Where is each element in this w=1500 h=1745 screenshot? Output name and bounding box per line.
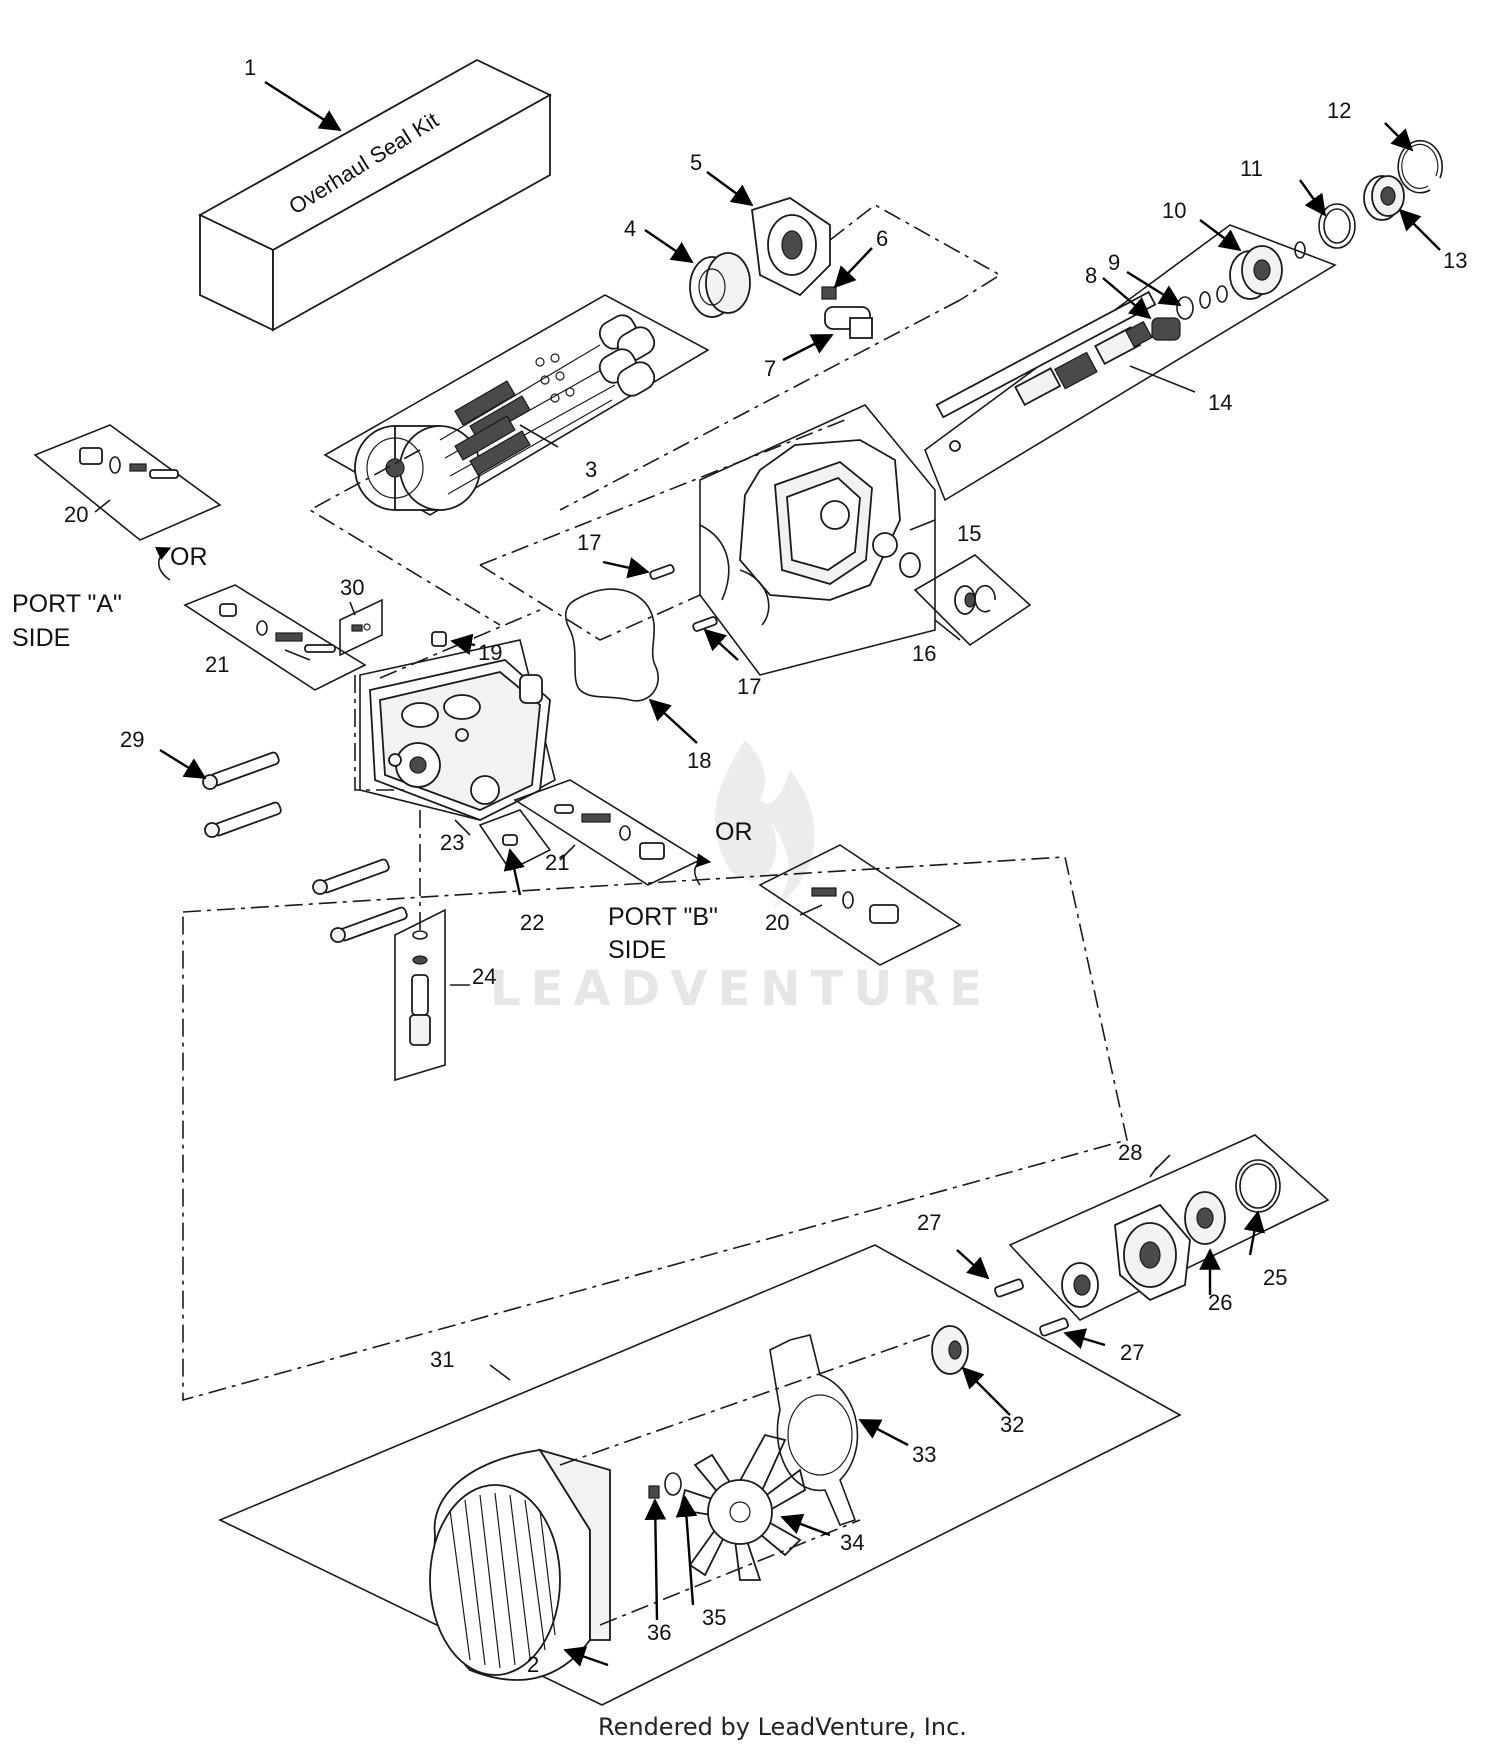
end-cap-part-23 xyxy=(359,639,556,821)
callout-6: 6 xyxy=(876,226,888,251)
callout-34: 34 xyxy=(840,1530,864,1555)
callout-32: 32 xyxy=(1000,1412,1024,1437)
callout-18: 18 xyxy=(687,748,711,773)
callout-21b: 21 xyxy=(545,850,569,875)
callout-35: 35 xyxy=(702,1605,726,1630)
callout-12: 12 xyxy=(1327,98,1351,123)
housing-part-15 xyxy=(699,404,936,676)
callout-17a: 17 xyxy=(577,530,601,555)
rotating-group xyxy=(323,294,710,516)
callout-20a: 20 xyxy=(64,502,88,527)
callout-3: 3 xyxy=(585,457,597,482)
callout-28: 28 xyxy=(1118,1140,1142,1165)
callout-26: 26 xyxy=(1208,1290,1232,1315)
or-label-a: OR xyxy=(170,543,208,571)
port-a-line2: SIDE xyxy=(12,624,70,652)
seal-part-11 xyxy=(1318,203,1356,249)
callout-1: 1 xyxy=(244,55,256,80)
seal-part-13 xyxy=(1363,175,1405,221)
side-labels: OR OR PORT "A" SIDE PORT "B" SIDE xyxy=(12,543,753,964)
callout-20b: 20 xyxy=(765,910,789,935)
valve-part-20-b xyxy=(758,844,962,966)
rendered-by-footer: Rendered by LeadVenture, Inc. xyxy=(598,1713,967,1741)
valve-part-21-a xyxy=(183,584,367,691)
plug-part-19 xyxy=(431,631,447,647)
leader-lines xyxy=(94,80,1441,1667)
callout-23: 23 xyxy=(440,830,464,855)
callout-4: 4 xyxy=(624,216,636,241)
plug-part-22 xyxy=(478,809,552,872)
callout-9: 9 xyxy=(1108,250,1120,275)
callout-16: 16 xyxy=(912,641,936,666)
part-30-plane xyxy=(339,598,383,657)
valve-part-21-b xyxy=(513,779,702,886)
bolts-part-29 xyxy=(202,751,408,943)
swashplate-part-5 xyxy=(751,197,831,297)
port-a-line1: PORT "A" xyxy=(12,590,122,618)
part-6-7-trunnion xyxy=(821,286,873,339)
callout-10: 10 xyxy=(1162,198,1186,223)
valve-part-20-a xyxy=(33,424,222,541)
motor-group-part-31 xyxy=(218,1244,1182,1706)
callout-15: 15 xyxy=(957,521,981,546)
callout-33: 33 xyxy=(912,1442,936,1467)
callout-25: 25 xyxy=(1263,1265,1287,1290)
callout-11: 11 xyxy=(1240,156,1263,181)
callout-7: 7 xyxy=(764,356,776,381)
callout-27b: 27 xyxy=(1120,1340,1144,1365)
callout-2: 2 xyxy=(527,1652,539,1677)
group-part-28 xyxy=(1008,1134,1330,1321)
callout-27a: 27 xyxy=(917,1210,941,1235)
pins-part-17 xyxy=(649,564,718,632)
callout-13: 13 xyxy=(1443,248,1467,273)
callout-22: 22 xyxy=(520,910,544,935)
part-24-plane xyxy=(394,908,446,1082)
callout-17b: 17 xyxy=(737,674,761,699)
callout-14: 14 xyxy=(1208,390,1232,415)
callout-5: 5 xyxy=(690,150,702,175)
overhaul-seal-kit-box: Overhaul Seal Kit xyxy=(198,58,552,332)
retaining-ring-part-12 xyxy=(1397,140,1443,194)
bearing-part-4 xyxy=(689,252,751,318)
screws-part-27 xyxy=(994,1278,1069,1337)
callout-24: 24 xyxy=(472,964,496,989)
port-b-line2: SIDE xyxy=(608,936,666,964)
port-b-line1: PORT "B" xyxy=(608,903,718,931)
watermark-text: LEADVENTURE xyxy=(490,961,992,1017)
callout-36: 36 xyxy=(647,1620,671,1645)
callout-29: 29 xyxy=(120,727,144,752)
or-label-b: OR xyxy=(715,818,753,846)
callout-30: 30 xyxy=(340,575,364,600)
callout-19: 19 xyxy=(478,640,502,665)
callout-8: 8 xyxy=(1085,263,1097,288)
callouts: 1 2 3 4 5 6 7 8 9 10 11 12 13 14 15 16 1… xyxy=(64,55,1467,1677)
gasket-part-18 xyxy=(564,588,659,702)
input-shaft-group-14 xyxy=(924,224,1337,502)
seal-part-16 xyxy=(913,554,1032,647)
callout-21a: 21 xyxy=(205,652,229,677)
callout-31: 31 xyxy=(430,1347,454,1372)
watermark: LEADVENTURE xyxy=(490,740,992,1017)
